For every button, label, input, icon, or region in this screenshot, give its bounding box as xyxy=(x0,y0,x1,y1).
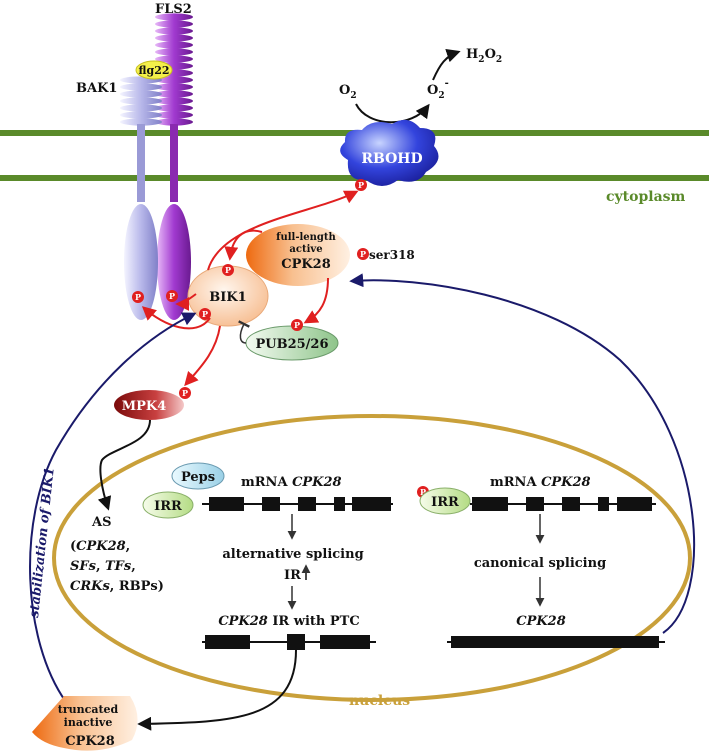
peps-label: Peps xyxy=(181,470,215,485)
left-gene-model xyxy=(202,497,393,511)
mature-transcript-model xyxy=(447,636,665,648)
ser318-label: ser318 xyxy=(369,248,415,262)
cpk28-truncated-line3: CPK28 xyxy=(65,734,115,749)
cpk28-active-node xyxy=(246,224,350,286)
cpk28-to-pub-arrow xyxy=(303,277,329,324)
mpk4-label: MPK4 xyxy=(122,399,167,414)
left-step-label: alternative splicing xyxy=(222,547,363,562)
svg-text:P: P xyxy=(358,180,364,190)
flg22-label: flg22 xyxy=(139,64,170,77)
peps-ligand xyxy=(171,462,225,490)
right-gene-model xyxy=(470,497,656,511)
right-output-label: CPK28 xyxy=(516,614,566,629)
pub-inhibits-bik1 xyxy=(238,320,250,344)
cpk28-active-line3: CPK28 xyxy=(281,257,331,272)
truncated-to-bik1-stabilization xyxy=(29,312,197,703)
superoxide-label: O2- xyxy=(427,78,449,101)
svg-text:P: P xyxy=(360,249,366,259)
pub25-26-label: PUB25/26 xyxy=(255,337,328,352)
svg-text:P: P xyxy=(182,388,188,398)
right-mrna-label: mRNA CPK28 xyxy=(490,475,591,490)
bik1-to-rbohd-arrow xyxy=(207,190,359,271)
ir-to-truncated-arrow xyxy=(137,649,297,731)
ir-transcript-model xyxy=(202,634,376,650)
rbohd-cloud xyxy=(340,119,439,186)
phospho-bak1: P xyxy=(132,291,144,303)
cpk28-truncated-line2: inactive xyxy=(64,716,113,729)
left-output-label: CPK28 IR with PTC xyxy=(218,614,359,629)
oxygen-label: O2 xyxy=(339,83,357,101)
phospho-bik1-bottom: P xyxy=(199,308,211,320)
cpk28-to-bik1-arrow xyxy=(224,229,263,261)
nucleus-envelope xyxy=(52,414,692,702)
svg-text:P: P xyxy=(294,320,300,330)
svg-text:P: P xyxy=(202,309,208,319)
as-targets-line3: CRKs, RBPs) xyxy=(70,579,164,594)
cpk28-active-line1: full-length xyxy=(276,232,336,243)
bik1-to-mpk4-arrow xyxy=(184,325,221,387)
mpk4-to-as-arrow xyxy=(97,419,151,511)
o2-to-superoxide-arrow xyxy=(355,103,430,124)
right-step-label: canonical splicing xyxy=(474,556,606,571)
ir-label: IR xyxy=(284,568,301,583)
cpk28-truncated-line1: truncated xyxy=(58,703,119,716)
svg-text:P: P xyxy=(169,291,175,301)
irr-receptor-right xyxy=(419,487,471,515)
as-label: AS xyxy=(91,515,111,530)
phospho-bik1-top: P xyxy=(222,264,234,276)
as-targets-line2: SFs, TFs, xyxy=(70,559,136,574)
bak1-label: BAK1 xyxy=(76,81,117,96)
phospho-cpk28-ser318: P xyxy=(357,248,369,260)
cpk28-active-line2: active xyxy=(289,244,322,255)
fls2-label: FLS2 xyxy=(155,2,192,17)
cpk28-truncated-node xyxy=(32,696,138,751)
left-mrna-label: mRNA CPK28 xyxy=(241,475,342,490)
h2o2-label: H2O2 xyxy=(466,47,502,65)
phospho-mpk4: P xyxy=(179,387,191,399)
flg22-ligand xyxy=(135,60,173,80)
bak1-receptor xyxy=(120,76,162,320)
mpk4-node xyxy=(114,390,184,420)
fls2-receptor xyxy=(155,13,193,320)
rbohd-label: RBOHD xyxy=(361,151,422,167)
nucleus-label: nucleus xyxy=(349,693,410,709)
cpk28-mature-to-active-arrow xyxy=(349,273,696,634)
as-targets-line1: (CPK28, xyxy=(70,539,130,554)
bik1-label: BIK1 xyxy=(209,290,246,305)
superoxide-to-h2o2-arrow xyxy=(432,48,461,81)
svg-text:P: P xyxy=(135,292,141,302)
irr-label-right: IRR xyxy=(431,495,459,510)
bik1-to-fls2-arrow xyxy=(175,293,197,311)
irr-receptor-left xyxy=(142,491,194,519)
phospho-rbohd: P xyxy=(355,179,367,191)
cytoplasm-label: cytoplasm xyxy=(606,189,686,205)
irr-label-left: IRR xyxy=(154,499,182,514)
svg-text:P: P xyxy=(225,265,231,275)
svg-text:P: P xyxy=(420,487,426,497)
phospho-fls2: P xyxy=(166,290,178,302)
bik1-to-bak1-arrow xyxy=(141,306,211,330)
phospho-pub: P xyxy=(291,319,303,331)
